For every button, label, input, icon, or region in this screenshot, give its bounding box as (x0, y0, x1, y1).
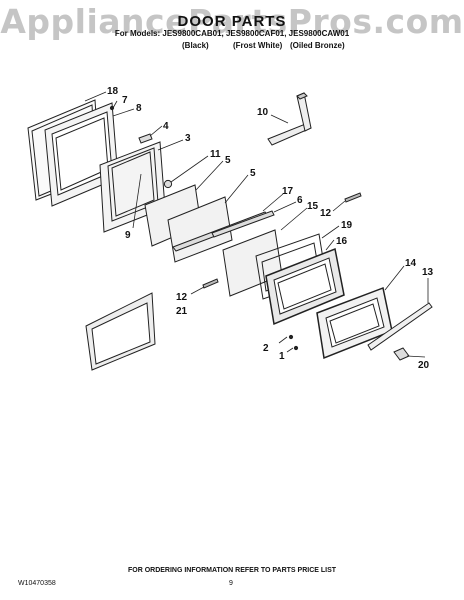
callout-6: 6 (297, 195, 303, 206)
document-number: W10470358 (18, 580, 56, 587)
part-door-frame-16-inner (277, 263, 332, 310)
callout-15: 15 (307, 201, 319, 212)
part-door-panel-21-inner (91, 302, 151, 365)
callout-9: 9 (125, 230, 131, 241)
callout-5-upper: 5 (225, 155, 231, 166)
part-clip-12b (202, 278, 219, 289)
model-list: For Models: JES9800CAB01, JES9800CAF01, … (114, 29, 350, 38)
callout-19: 19 (341, 220, 353, 231)
callout-11: 11 (210, 149, 221, 160)
callout-8: 8 (136, 103, 142, 114)
part-bracket-4 (138, 133, 153, 144)
callout-3: 3 (185, 133, 191, 144)
callout-labels: 18 7 8 4 3 11 5 5 9 10 17 6 15 12 19 16 … (107, 86, 434, 371)
part-outer-door-14-window (325, 297, 385, 348)
callout-21: 21 (176, 306, 188, 317)
callout-2: 2 (263, 343, 269, 354)
part-screw-7 (109, 105, 115, 111)
callout-10: 10 (257, 107, 269, 118)
color-oiled-bronze-label: (Oiled Bronze) (290, 41, 345, 50)
callout-16: 16 (336, 236, 348, 247)
callout-20: 20 (418, 360, 430, 371)
color-black-label: (Black) (182, 41, 209, 50)
part-seal-11 (163, 179, 173, 189)
part-screw-1 (293, 345, 299, 351)
ordering-note: FOR ORDERING INFORMATION REFER TO PARTS … (127, 567, 337, 574)
part-door-frame-16-window (273, 257, 337, 315)
callout-18: 18 (107, 86, 119, 97)
page-title: DOOR PARTS (177, 13, 287, 30)
callout-4: 4 (163, 121, 169, 132)
part-screw-2 (288, 334, 294, 340)
part-cap-20 (393, 347, 410, 361)
callout-12-lower: 12 (176, 292, 188, 303)
color-frost-white-label: (Frost White) (233, 41, 283, 50)
callout-17: 17 (282, 186, 294, 197)
part-handle-10-cap (296, 92, 308, 100)
callout-14: 14 (405, 258, 417, 269)
part-door-panel-3-glass (111, 151, 155, 217)
part-clip-12a (344, 192, 362, 203)
page-number: 9 (229, 580, 233, 587)
watermark: AppliancePartsPros.com (0, 2, 464, 41)
callout-12-upper: 12 (320, 208, 332, 219)
part-door-handle-13 (367, 302, 433, 351)
callout-13: 13 (422, 267, 434, 278)
leader-lines (84, 91, 429, 358)
callout-5-lower: 5 (250, 168, 256, 179)
part-strip-6 (211, 210, 275, 238)
callout-7: 7 (122, 95, 128, 106)
callout-1: 1 (279, 351, 285, 362)
part-outer-door-14-glass (329, 303, 380, 344)
